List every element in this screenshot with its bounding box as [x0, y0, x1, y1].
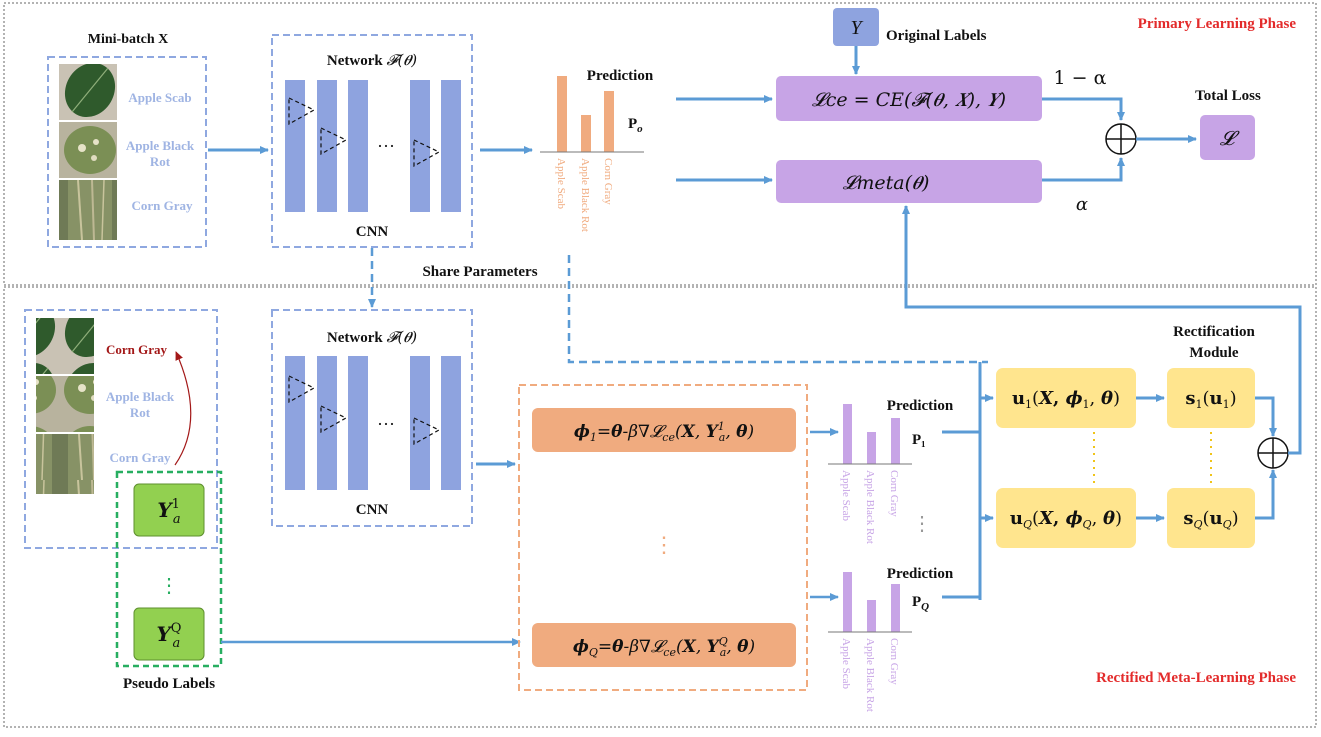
- bar-label: Corn Gray: [888, 638, 900, 685]
- meta-update-frame: [518, 384, 808, 691]
- arrow-meta-to-sum: [1042, 157, 1125, 182]
- prediction-bars-q: [828, 572, 912, 633]
- pseudo-labels-title: Pseudo Labels: [123, 676, 215, 692]
- phi-q-box: [532, 623, 796, 667]
- bar-label: Apple Scab: [840, 638, 852, 690]
- minibatch-title: Mini-batch X: [88, 32, 169, 47]
- prediction-title-top: Prediction: [587, 68, 654, 84]
- leaf-label: Rot: [130, 405, 151, 420]
- weight-alpha: α: [1076, 194, 1088, 215]
- uq-formula: uQ(X, ϕQ, θ): [1010, 508, 1122, 531]
- leaf-label: Rot: [150, 154, 171, 169]
- u1-box: [996, 368, 1136, 428]
- leaf-image-corn-gray: [59, 180, 117, 240]
- ce-loss-formula: 𝓛ce = CE(𝓕(𝜽, 𝑿), 𝒀): [812, 89, 1006, 111]
- phi-1-box: [532, 408, 796, 452]
- pred-bracket: [942, 362, 982, 600]
- leaf-label: Corn Gray: [109, 450, 171, 465]
- meta-loss-box: [776, 160, 1042, 203]
- arrow-ce-to-sum: [1042, 97, 1125, 121]
- bar-label: Corn Gray: [602, 158, 614, 205]
- share-parameters-link: [567, 255, 988, 364]
- prediction-title-q: Prediction: [887, 566, 954, 582]
- cnn-label-bottom: CNN: [356, 502, 389, 518]
- total-loss-box: [1200, 115, 1255, 160]
- s1-formula: s1(u1): [1185, 388, 1236, 411]
- pseudo-label-q-box: [133, 607, 205, 661]
- total-loss-title: Total Loss: [1195, 88, 1261, 104]
- prediction-bars-top: [540, 76, 644, 153]
- minibatch-box-bottom: [24, 309, 218, 549]
- network-title-top: Network 𝓕(𝜽): [327, 51, 417, 69]
- bar-label: Apple Black Rot: [864, 638, 876, 712]
- prediction-vdots: ⋮: [912, 513, 932, 535]
- pseudo-vdots: ⋮: [159, 575, 179, 597]
- leaf-image-apple-black-rot: [36, 376, 94, 432]
- sq-box: [1167, 488, 1255, 548]
- rectified-phase-frame: [3, 286, 1317, 728]
- bar-label: Apple Black Rot: [864, 470, 876, 544]
- pseudo-label-1-box: [133, 483, 205, 537]
- cnn-label-top: CNN: [356, 224, 389, 240]
- uq-box: [996, 488, 1136, 548]
- leaf-label: Apple Black: [106, 389, 175, 404]
- network-title-bottom: Network 𝓕(𝜽): [327, 328, 417, 346]
- original-labels-box: [833, 8, 879, 46]
- ellipsis-top: ···: [377, 136, 395, 156]
- leaf-image-apple-scab: [59, 64, 117, 120]
- prediction-bars-1: [828, 404, 912, 465]
- network-box-bottom: [271, 309, 473, 527]
- leaf-image-apple-black-rot: [59, 122, 117, 178]
- primary-phase-title: Primary Learning Phase: [1138, 16, 1297, 32]
- bar-label: Apple Scab: [555, 158, 567, 210]
- bar-label: Apple Black Rot: [579, 158, 591, 232]
- network-box-top: [271, 34, 473, 248]
- arrow-rect-to-meta-loss: [902, 205, 1302, 455]
- weight-one-minus-alpha: 1 − α: [1054, 67, 1107, 89]
- minibatch-box: [47, 56, 207, 248]
- primary-phase-frame: [3, 2, 1317, 286]
- sum-node-top: [1105, 123, 1137, 155]
- u1-formula: u1(X, ϕ1, θ): [1012, 388, 1120, 411]
- leaf-image-apple-scab: [36, 318, 94, 374]
- share-parameters-label: Share Parameters: [422, 264, 537, 280]
- s1-box: [1167, 368, 1255, 428]
- leaf-label: Apple Scab: [128, 90, 191, 105]
- cnn-layers-top: [285, 80, 461, 212]
- original-labels-title: Original Labels: [886, 28, 987, 44]
- relabel-arrow: [174, 351, 192, 466]
- rect-module-title-line2: Module: [1189, 345, 1239, 361]
- ce-loss-box: [776, 76, 1042, 121]
- phi-vdots: ⋮: [653, 532, 675, 557]
- sum-node-bottom: [1257, 437, 1289, 469]
- arrow-sq-to-sum: [1255, 469, 1277, 520]
- p1-label: P₁: [912, 432, 926, 448]
- prediction-var-top: Po: [628, 116, 643, 135]
- cnn-layers-bottom: [285, 356, 461, 490]
- bar-label: Apple Scab: [840, 470, 852, 522]
- bar-label: Corn Gray: [888, 470, 900, 517]
- pseudo-labels-frame: [115, 470, 223, 668]
- meta-loss-formula: 𝓛meta(𝜽): [843, 172, 930, 194]
- arrow-s1-to-sum: [1255, 396, 1277, 437]
- ellipsis-bottom: ···: [377, 414, 395, 434]
- rectified-phase-title: Rectified Meta-Learning Phase: [1096, 670, 1296, 686]
- leaf-image-corn-gray: [36, 434, 94, 494]
- pseudo-leaf-label: Corn Gray: [106, 342, 168, 357]
- leaf-label: Apple Black: [126, 138, 195, 153]
- y-symbol: Y: [850, 17, 863, 39]
- pq-label: PQ: [912, 594, 929, 613]
- rect-module-title: Rectification: [1173, 324, 1255, 340]
- prediction-title-1: Prediction: [887, 398, 954, 414]
- leaf-label: Corn Gray: [131, 198, 193, 213]
